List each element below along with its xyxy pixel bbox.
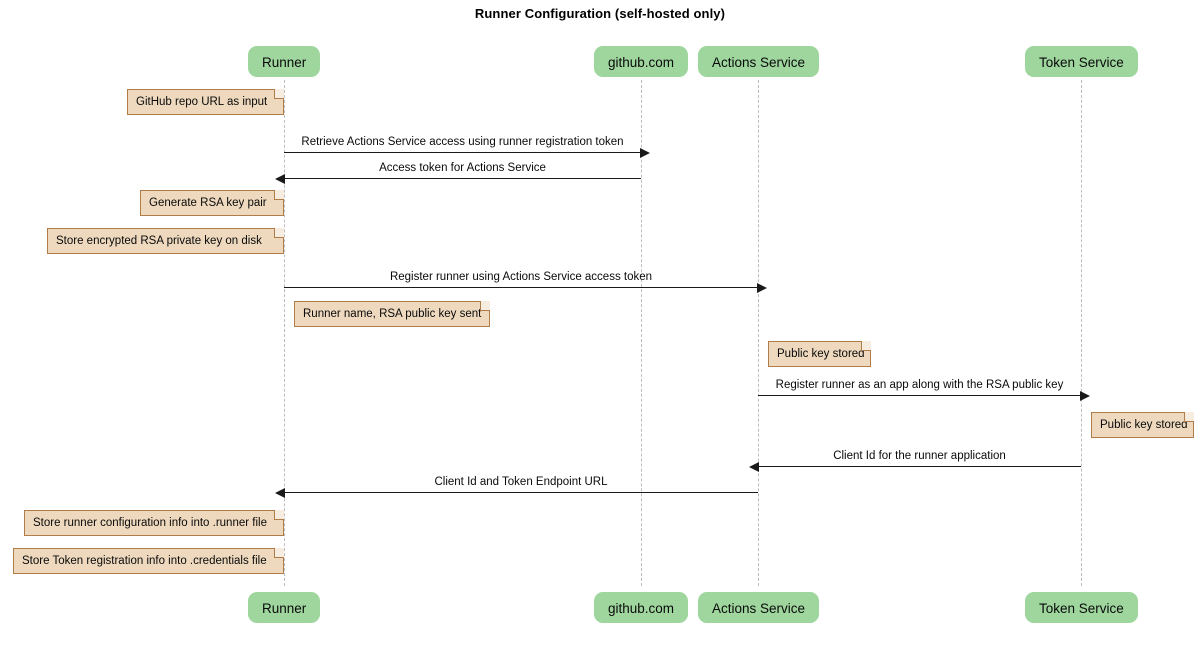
- participant-label: Runner: [262, 601, 307, 616]
- note-n5: Public key stored: [768, 341, 871, 367]
- participant-label: Token Service: [1039, 55, 1124, 70]
- participant-token-top[interactable]: Token Service: [1025, 46, 1138, 77]
- message-arrow-m2: [275, 174, 641, 184]
- note-text: GitHub repo URL as input: [136, 96, 268, 108]
- arrow-head-icon: [1080, 391, 1090, 401]
- message-arrow-m5: [749, 462, 1081, 472]
- note-corner-fold-icon: [1184, 412, 1194, 422]
- participant-token-bottom[interactable]: Token Service: [1025, 592, 1138, 623]
- participant-github-bottom[interactable]: github.com: [594, 592, 689, 623]
- note-text: Store Token registration info into .cred…: [22, 555, 267, 567]
- message-label-m6: Client Id and Token Endpoint URL: [434, 476, 608, 488]
- arrow-head-icon: [275, 174, 285, 184]
- message-arrow-m6: [275, 488, 758, 498]
- note-n3: Store encrypted RSA private key on disk: [47, 228, 284, 254]
- participant-label: Actions Service: [712, 55, 806, 70]
- participant-github-top[interactable]: github.com: [594, 46, 689, 77]
- message-label-m1: Retrieve Actions Service access using ru…: [301, 136, 624, 148]
- arrow-head-icon: [640, 148, 650, 158]
- participant-runner-top[interactable]: Runner: [248, 46, 321, 77]
- note-n4: Runner name, RSA public key sent: [294, 301, 490, 327]
- participant-actions-bottom[interactable]: Actions Service: [698, 592, 820, 623]
- message-label-m5: Client Id for the runner application: [833, 450, 1006, 462]
- participant-actions-top[interactable]: Actions Service: [698, 46, 820, 77]
- note-corner-fold-icon: [480, 301, 490, 311]
- note-n2: Generate RSA key pair: [140, 190, 284, 216]
- participant-label: Token Service: [1039, 601, 1124, 616]
- note-text: Store runner configuration info into .ru…: [33, 517, 267, 529]
- participant-label: Runner: [262, 55, 307, 70]
- note-text: Generate RSA key pair: [149, 197, 267, 209]
- message-arrow-m1: [284, 148, 650, 158]
- message-arrow-m4: [758, 391, 1090, 401]
- note-corner-fold-icon: [274, 190, 284, 200]
- message-arrow-m3: [284, 283, 767, 293]
- participant-runner-bottom[interactable]: Runner: [248, 592, 321, 623]
- lifeline-github: [641, 80, 642, 586]
- note-text: Runner name, RSA public key sent: [303, 308, 482, 320]
- note-corner-fold-icon: [861, 341, 871, 351]
- message-label-m2: Access token for Actions Service: [379, 162, 546, 174]
- participant-label: Actions Service: [712, 601, 806, 616]
- page-title: Runner Configuration (self-hosted only): [474, 6, 726, 21]
- note-text: Store encrypted RSA private key on disk: [56, 235, 262, 247]
- message-label-m3: Register runner using Actions Service ac…: [389, 271, 653, 283]
- note-n6: Public key stored: [1091, 412, 1194, 438]
- note-text: Public key stored: [777, 348, 865, 360]
- note-corner-fold-icon: [274, 228, 284, 238]
- arrow-head-icon: [757, 283, 767, 293]
- note-n8: Store Token registration info into .cred…: [13, 548, 284, 574]
- note-corner-fold-icon: [274, 510, 284, 520]
- note-corner-fold-icon: [274, 548, 284, 558]
- lifeline-token: [1081, 80, 1082, 586]
- note-corner-fold-icon: [274, 89, 284, 99]
- message-label-m4: Register runner as an app along with the…: [775, 379, 1064, 391]
- note-text: Public key stored: [1100, 419, 1188, 431]
- participant-label: github.com: [608, 601, 675, 616]
- lifeline-actions: [758, 80, 759, 586]
- note-n1: GitHub repo URL as input: [127, 89, 284, 115]
- arrow-head-icon: [275, 488, 285, 498]
- note-n7: Store runner configuration info into .ru…: [24, 510, 284, 536]
- lifeline-runner: [284, 80, 285, 586]
- arrow-head-icon: [749, 462, 759, 472]
- participant-label: github.com: [608, 55, 675, 70]
